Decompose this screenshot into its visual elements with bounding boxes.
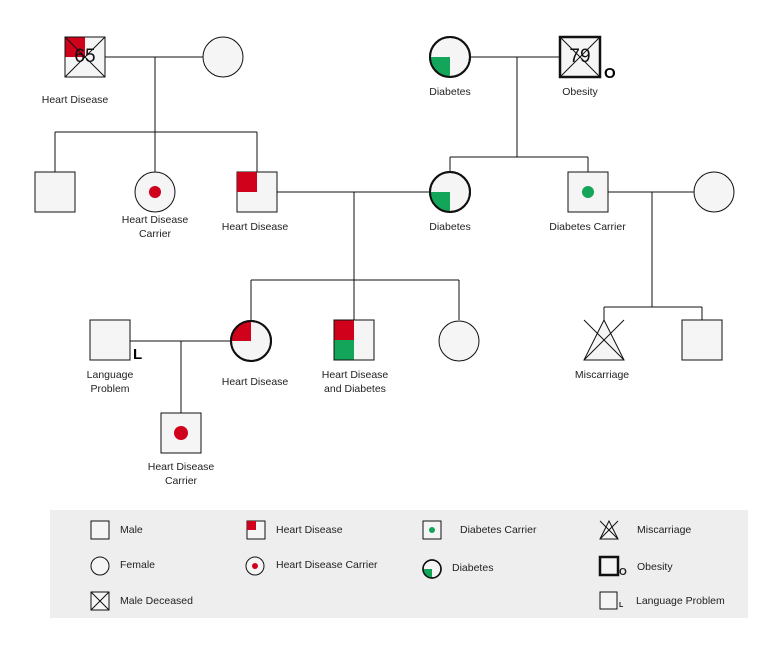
legend-male-label: Male [120,524,143,536]
legend-diabetes-carrier-icon [422,520,442,540]
legend-language-label: Language Problem [636,595,725,607]
grandchild-heart-carrier [160,412,202,454]
relationship-lines [54,56,703,413]
legend-panel [50,510,748,618]
age-79: 79 [569,46,591,67]
label-son-diabetes-carrier: Diabetes Carrier [549,221,626,233]
label-son-heart: Heart Disease [221,221,289,233]
legend-obesity-tag: O [619,567,627,578]
wife-right [693,171,735,213]
daughter-unaffected [438,320,480,362]
label-grandfather-left: Heart Disease [41,94,109,106]
label-daughter-carrier: Heart Disease Carrier [121,214,189,240]
legend-diabetes-carrier-label: Diabetes Carrier [460,524,537,536]
grandmother-diabetes [429,36,471,78]
legend-female-icon [90,556,110,576]
son-unaffected [34,171,76,213]
legend-heart-disease-label: Heart Disease [276,524,343,536]
grandmother-left [202,36,244,78]
husband-language-problem [89,319,131,361]
legend-language-icon [599,591,618,610]
son-heart-disease-and-diabetes [333,319,375,361]
legend-obesity-label: Obesity [637,561,673,573]
legend-male-icon [90,520,110,540]
legend-heart-carrier-icon [245,556,265,576]
label-grandchild-carrier: Heart Disease Carrier [147,461,215,487]
legend-miscarriage-icon [599,519,619,540]
legend-male-deceased-label: Male Deceased [120,595,193,607]
label-miscarriage: Miscarriage [574,369,630,381]
label-wife-diabetes: Diabetes [429,221,471,233]
legend-heart-carrier-label: Heart Disease Carrier [276,559,378,571]
label-language-problem: Language Problem [86,369,134,395]
legend-miscarriage-label: Miscarriage [637,524,692,536]
daughter-heart-disease [230,320,272,362]
legend-diabetes-icon [422,559,442,579]
label-son-both: Heart Disease and Diabetes [321,369,389,395]
legend-language-tag: L [619,602,624,609]
daughter-heart-carrier [134,171,176,213]
legend-male-deceased-icon [90,591,110,611]
language-tag: L [133,346,143,363]
legend-female-label: Female [120,559,156,571]
miscarriage-symbol [583,318,625,361]
grandfather-obesity-deceased [558,35,602,79]
son-diabetes-carrier [567,171,609,213]
label-grandmother-right: Diabetes [429,86,471,98]
legend-obesity-icon [598,555,620,577]
wife-diabetes [429,171,471,213]
age-65: 65 [74,46,96,67]
son-right-unaffected [681,319,723,361]
son-heart-disease [236,171,278,213]
legend-diabetes-label: Diabetes [452,562,494,574]
grandfather-heart-disease-deceased [64,36,106,78]
label-grandfather-right: Obesity [562,86,598,98]
label-daughter-heart: Heart Disease [221,376,289,388]
obesity-tag: O [604,65,616,82]
legend-heart-disease-icon [246,520,266,540]
